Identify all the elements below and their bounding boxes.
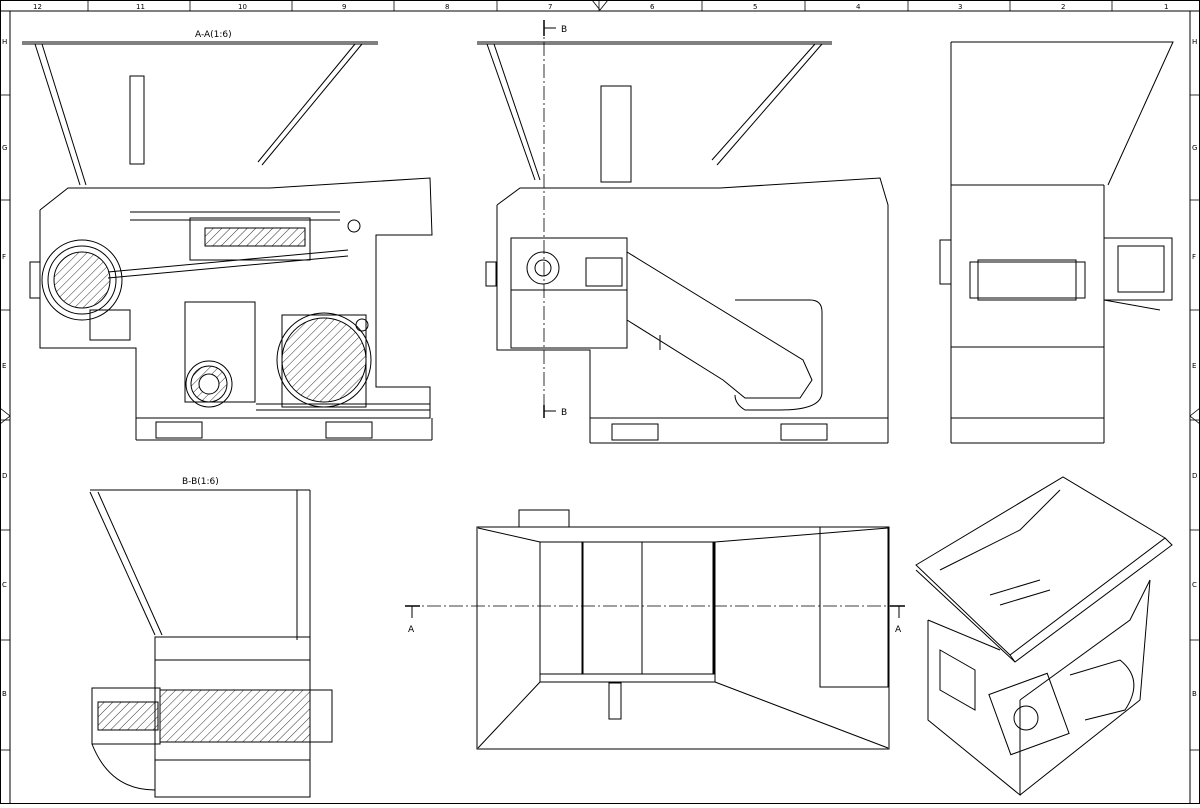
section-bb-view: B-B(1:6): [89, 477, 333, 798]
section-a-marks: A A: [408, 625, 902, 635]
col-8: 8: [445, 3, 449, 11]
col-2: 2: [1061, 3, 1065, 11]
section-a-left-label: A: [408, 625, 415, 635]
col-12: 12: [33, 3, 42, 11]
row-c-left: C: [2, 581, 7, 589]
row-b-right: B: [1192, 690, 1197, 698]
top-view: [405, 509, 905, 750]
section-aa-title: A-A(1:6): [195, 30, 232, 40]
row-b-left: B: [2, 690, 7, 698]
section-b-top-label: B: [561, 25, 567, 35]
section-a-right-label: A: [895, 625, 902, 635]
col-9: 9: [342, 3, 346, 11]
section-b-bottom-label: B: [561, 408, 567, 418]
row-g-left: G: [2, 144, 7, 152]
section-aa-view: A-A(1:6): [22, 30, 433, 441]
side-view: [939, 41, 1174, 444]
row-e-right: E: [1192, 362, 1196, 370]
isometric-view: [915, 476, 1173, 797]
front-view: [477, 20, 889, 444]
col-3: 3: [958, 3, 962, 11]
row-f-right: F: [1192, 253, 1196, 261]
row-d-left: D: [2, 472, 7, 480]
col-6: 6: [650, 3, 655, 11]
col-5: 5: [753, 3, 757, 11]
row-h-right: H: [1192, 38, 1197, 46]
row-f-left: F: [2, 253, 6, 261]
col-11: 11: [136, 3, 145, 11]
row-e-left: E: [2, 362, 6, 370]
row-h-left: H: [2, 38, 7, 46]
section-bb-title: B-B(1:6): [182, 477, 219, 487]
row-d-right: D: [1192, 472, 1197, 480]
section-b-marks: B B: [561, 25, 567, 418]
row-letters: H G F E D C B H G F E D C B: [2, 38, 1197, 698]
col-7: 7: [548, 3, 552, 11]
col-1: 1: [1164, 3, 1168, 11]
row-c-right: C: [1192, 581, 1197, 589]
column-numbers: 12 11 10 9 8 7 6 5 4 3 2 1: [33, 3, 1168, 11]
col-10: 10: [238, 3, 247, 11]
col-4: 4: [856, 3, 861, 11]
row-g-right: G: [1192, 144, 1197, 152]
